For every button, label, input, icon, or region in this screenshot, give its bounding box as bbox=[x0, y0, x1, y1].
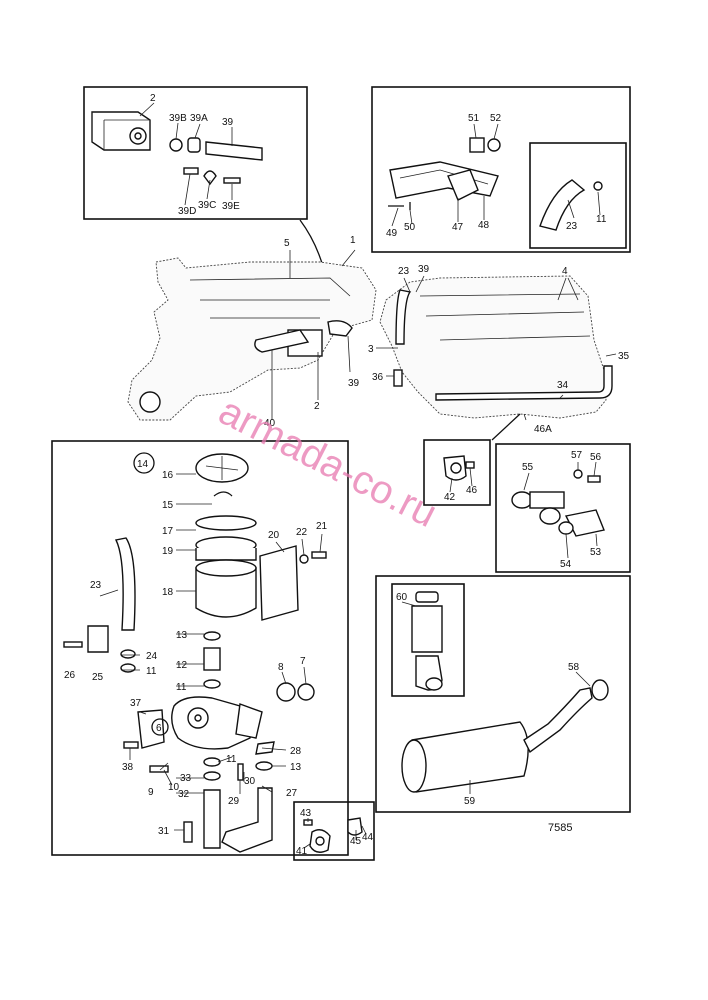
engine-view-left: 5 1 40 2 39 bbox=[127, 235, 377, 429]
callout-43: 43 bbox=[300, 808, 312, 819]
callout-11d: 11 bbox=[226, 754, 237, 765]
callout-40: 40 bbox=[264, 418, 276, 429]
figure-number: 7585 bbox=[548, 822, 572, 834]
callout-11c: 11 bbox=[146, 666, 157, 677]
callout-47: 47 bbox=[452, 222, 464, 233]
callout-54: 54 bbox=[560, 559, 572, 570]
callout-45: 45 bbox=[350, 836, 362, 847]
callout-50: 50 bbox=[404, 222, 416, 233]
callout-32: 32 bbox=[178, 789, 190, 800]
detail-box-top-left: 2 39B 39A 39 39D 39C 39E bbox=[83, 86, 308, 220]
callout-38: 38 bbox=[122, 762, 134, 773]
callout-28: 28 bbox=[290, 746, 302, 757]
callout-39B: 39B bbox=[169, 113, 187, 124]
callout-35: 35 bbox=[618, 351, 630, 362]
callout-7: 7 bbox=[300, 656, 306, 667]
callout-34: 34 bbox=[557, 380, 569, 391]
silencer-box: 60 58 59 bbox=[375, 575, 631, 813]
callout-39D: 39D bbox=[178, 206, 196, 217]
detail-box-flange: 55 57 56 53 54 bbox=[495, 443, 631, 573]
callout-31: 31 bbox=[158, 826, 170, 837]
callout-4: 4 bbox=[562, 266, 568, 277]
callout-39C: 39C bbox=[198, 200, 216, 211]
callout-23: 23 bbox=[566, 221, 578, 232]
callout-36: 36 bbox=[372, 372, 384, 383]
callout-44: 44 bbox=[362, 832, 374, 843]
callout-8: 8 bbox=[278, 662, 284, 673]
callout-23c: 23 bbox=[90, 580, 102, 591]
callout-39E: 39E bbox=[222, 201, 240, 212]
callout-55: 55 bbox=[522, 462, 534, 473]
callout-23b: 23 bbox=[398, 266, 410, 277]
callout-1: 1 bbox=[350, 235, 356, 246]
callout-39b: 39 bbox=[348, 378, 360, 389]
callout-6: 6 bbox=[156, 723, 162, 734]
callout-27: 27 bbox=[286, 788, 298, 799]
callout-3: 3 bbox=[368, 344, 374, 355]
callout-53: 53 bbox=[590, 547, 602, 558]
filter-assembly-box: 14 16 1 bbox=[51, 440, 349, 856]
callout-59: 59 bbox=[464, 796, 476, 807]
callout-11b: 11 bbox=[176, 682, 187, 693]
callout-48: 48 bbox=[478, 220, 490, 231]
callout-46A: 46A bbox=[534, 424, 552, 435]
leader-engine-right bbox=[491, 413, 521, 441]
callout-15: 15 bbox=[162, 500, 174, 511]
callout-14: 14 bbox=[137, 459, 149, 470]
engine-view-right: 23 39 4 3 36 35 34 46A bbox=[368, 264, 630, 435]
callout-20: 20 bbox=[268, 530, 280, 541]
callout-22: 22 bbox=[296, 527, 308, 538]
callout-17: 17 bbox=[162, 526, 174, 537]
callout-42: 42 bbox=[444, 492, 456, 503]
callout-29: 29 bbox=[228, 796, 240, 807]
callout-26: 26 bbox=[64, 670, 76, 681]
callout-39A: 39A bbox=[190, 113, 208, 124]
callout-2b: 2 bbox=[314, 401, 320, 412]
detail-box-top-right: 51 52 49 50 47 48 23 11 bbox=[371, 86, 631, 253]
callout-49: 49 bbox=[386, 228, 398, 239]
callout-41: 41 bbox=[296, 846, 308, 857]
callout-39: 39 bbox=[222, 117, 234, 128]
callout-16: 16 bbox=[162, 470, 174, 481]
callout-11: 11 bbox=[596, 214, 607, 225]
callout-46: 46 bbox=[466, 485, 478, 496]
callout-56: 56 bbox=[590, 452, 602, 463]
callout-12: 12 bbox=[176, 660, 188, 671]
detail-box-clamp: 42 46 bbox=[423, 439, 491, 506]
callout-60: 60 bbox=[396, 592, 408, 603]
callout-37: 37 bbox=[130, 698, 142, 709]
callout-24: 24 bbox=[146, 651, 158, 662]
callout-2: 2 bbox=[150, 93, 156, 104]
callout-51: 51 bbox=[468, 113, 480, 124]
callout-21: 21 bbox=[316, 521, 328, 532]
callout-9: 9 bbox=[148, 787, 154, 798]
callout-13a: 13 bbox=[176, 630, 188, 641]
callout-57: 57 bbox=[571, 450, 583, 461]
callout-30: 30 bbox=[244, 776, 256, 787]
callout-39c: 39 bbox=[418, 264, 430, 275]
callout-19: 19 bbox=[162, 546, 174, 557]
callout-33: 33 bbox=[180, 773, 192, 784]
callout-58: 58 bbox=[568, 662, 580, 673]
callout-13b: 13 bbox=[290, 762, 302, 773]
callout-18: 18 bbox=[162, 587, 174, 598]
callout-25: 25 bbox=[92, 672, 104, 683]
detail-box-hose-clip: 43 41 45 44 bbox=[293, 801, 375, 861]
callout-10: 10 bbox=[168, 782, 180, 793]
callout-5: 5 bbox=[284, 238, 290, 249]
callout-52: 52 bbox=[490, 113, 502, 124]
